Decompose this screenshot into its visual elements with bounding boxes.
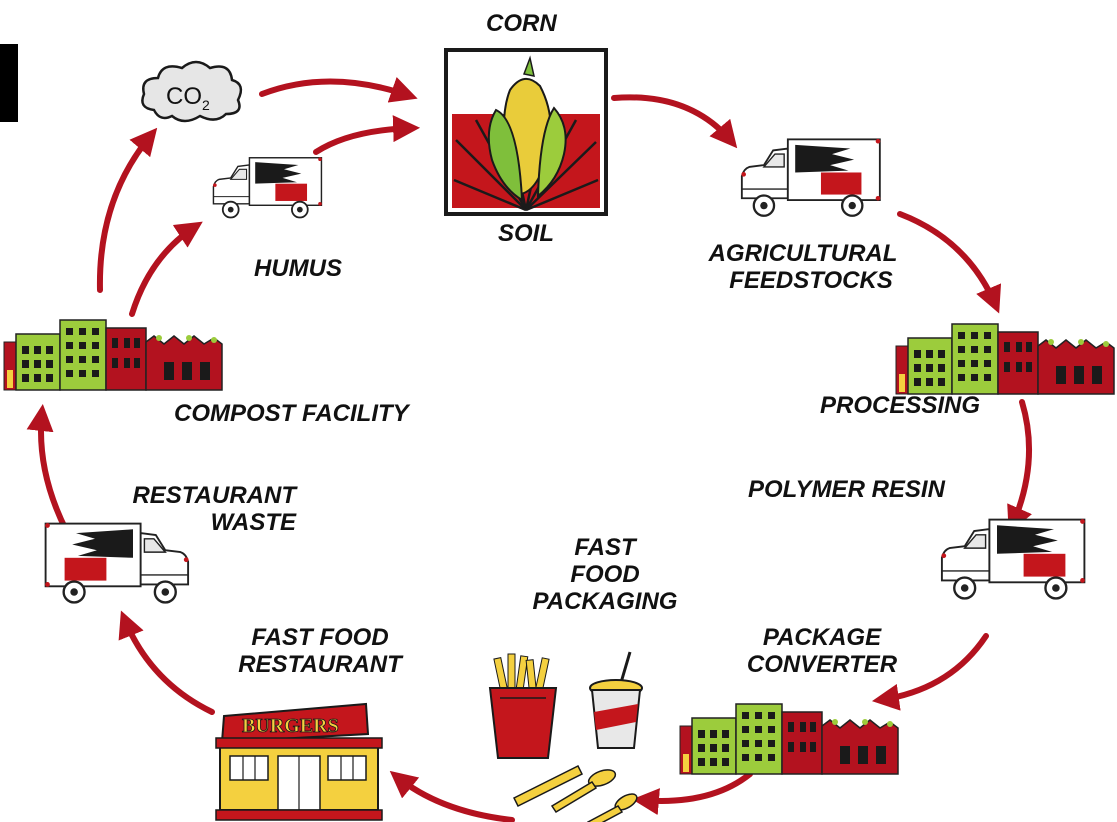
- arrow-humus-to-corn: [313, 115, 421, 155]
- restaurant-icon: BURGERS: [215, 702, 383, 821]
- restaurant-waste-label: RESTAURANT WASTE: [104, 482, 296, 536]
- arrow-compost-to-humus: [129, 221, 203, 317]
- restaurant-line-2: RESTAURANT: [238, 651, 402, 678]
- corn-label: CORN: [486, 10, 557, 37]
- agricultural-line-1: AGRICULTURAL: [708, 240, 898, 267]
- processing-factory-icon: [895, 323, 1115, 395]
- compost-factory-icon: [3, 319, 223, 391]
- drink-cup-icon: [589, 651, 643, 749]
- humus-truck-icon: [212, 156, 323, 219]
- arrow-corn-to-truck: [611, 94, 738, 149]
- fast-food-packaging-label: FAST FOOD PACKAGING: [530, 534, 680, 615]
- fast-food-restaurant-label: FAST FOOD RESTAURANT: [232, 624, 408, 678]
- co2-cloud-icon: CO 2: [141, 60, 243, 123]
- arrow-converter-to-packaging: [631, 771, 753, 816]
- cycle-arrows: [26, 77, 1033, 822]
- waste-line-2: WASTE: [210, 509, 296, 536]
- fries-icon: [488, 653, 558, 759]
- polymer-resin-label: POLYMER RESIN: [748, 476, 945, 503]
- co2-subscript: 2: [202, 97, 210, 113]
- arrow-co2-to-corn: [259, 77, 418, 103]
- processing-label: PROCESSING: [820, 392, 981, 419]
- arrow-waste-to-compost: [26, 403, 69, 533]
- package-converter-line-1: PACKAGE: [762, 624, 882, 651]
- agricultural-line-2: FEEDSTOCKS: [729, 267, 893, 294]
- packaging-line-3: PACKAGING: [532, 588, 678, 615]
- compost-facility-label: COMPOST FACILITY: [174, 400, 409, 427]
- arrow-feedstocks-to-processing: [897, 211, 1002, 314]
- arrow-packaging-to-restaurant: [389, 770, 515, 822]
- black-edge-tab: [0, 44, 18, 122]
- arrow-compost-to-co2: [96, 127, 158, 293]
- packaging-line-1: FAST: [574, 534, 636, 561]
- agricultural-feedstocks-label: AGRICULTURAL FEEDSTOCKS: [696, 240, 910, 294]
- arrow-processing-to-resin: [1007, 399, 1033, 534]
- arrow-resin-to-converter: [871, 633, 989, 711]
- burgers-sign: BURGERS: [242, 715, 339, 737]
- package-converter-label: PACKAGE CONVERTER: [736, 624, 908, 678]
- co2-label: CO: [166, 83, 202, 110]
- package-converter-line-2: CONVERTER: [746, 651, 898, 678]
- packaging-line-2: FOOD: [570, 561, 640, 588]
- soil-label: SOIL: [498, 220, 555, 247]
- waste-line-1: RESTAURANT: [132, 482, 296, 509]
- humus-label: HUMUS: [254, 255, 342, 282]
- feedstock-truck-icon: [740, 137, 882, 217]
- cutlery-icon: [512, 764, 638, 822]
- converter-factory-icon: [679, 703, 899, 775]
- arrow-restaurant-to-waste: [118, 610, 215, 715]
- restaurant-line-1: FAST FOOD: [251, 624, 389, 651]
- corn-soil-icon: [444, 48, 608, 216]
- resin-truck-icon: [940, 517, 1087, 600]
